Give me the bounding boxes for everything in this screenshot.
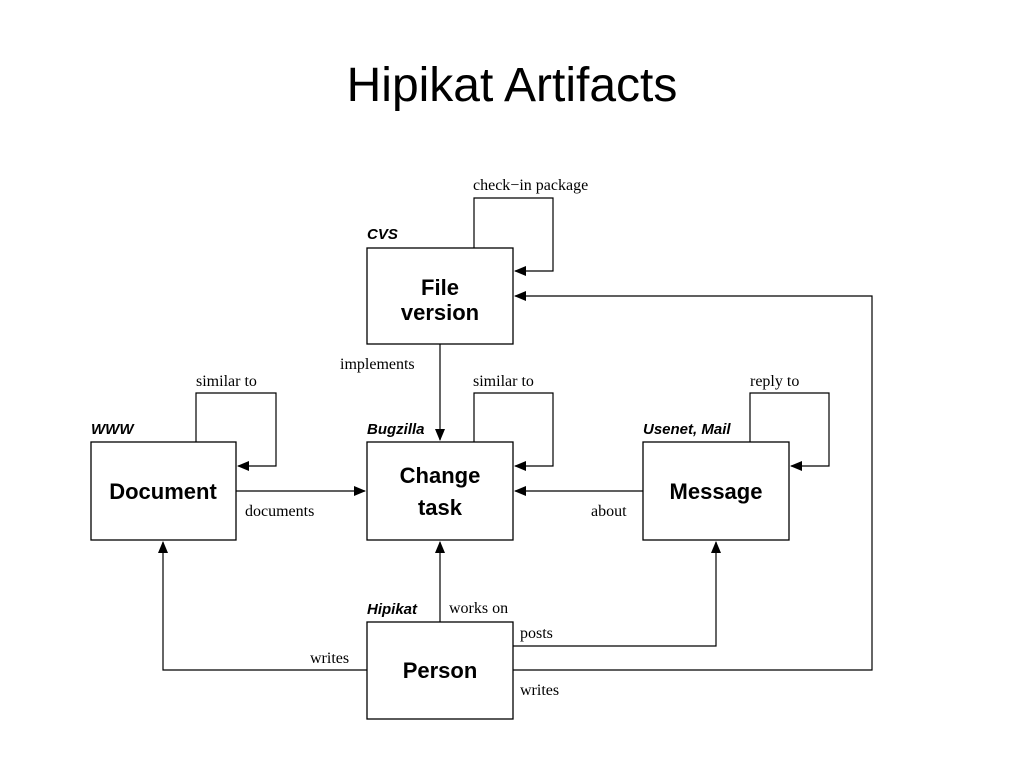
document-box: [90, 441, 237, 541]
checkin-package-label: check−in package: [473, 177, 588, 194]
writes-file-edge: [513, 291, 873, 671]
posts-edge: [513, 541, 721, 647]
bugzilla-tag: Bugzilla: [367, 421, 425, 438]
change-task-box: [366, 441, 514, 541]
document-similar-to-label: similar to: [196, 373, 257, 390]
file-version-label-line1: File: [421, 275, 459, 300]
file-version-box: [366, 247, 514, 345]
change-task-label-line2: task: [418, 495, 463, 520]
person-box: [366, 621, 514, 720]
message-box: [642, 441, 790, 541]
change-task-label-line1: Change: [400, 463, 481, 488]
www-tag: WWW: [91, 421, 135, 438]
message-reply-loop: [749, 392, 830, 471]
document-label: Document: [109, 479, 217, 504]
checkin-package-loop: [473, 197, 554, 276]
writes-file-label: writes: [520, 682, 559, 699]
writes-document-label: writes: [310, 650, 349, 667]
document-similar-loop: [195, 392, 277, 471]
implements-label: implements: [340, 356, 415, 373]
task-similar-loop: [473, 392, 554, 471]
works-on-label: works on: [449, 600, 508, 617]
file-version-label-line2: version: [401, 300, 479, 325]
usenet-mail-tag: Usenet, Mail: [643, 421, 731, 438]
writes-document-edge: [158, 541, 367, 671]
about-label: about: [591, 503, 627, 520]
message-label: Message: [670, 479, 763, 504]
person-label: Person: [403, 658, 478, 683]
posts-label: posts: [520, 625, 553, 642]
task-similar-to-label: similar to: [473, 373, 534, 390]
page-title: Hipikat Artifacts: [346, 59, 678, 112]
documents-label: documents: [245, 503, 314, 520]
hipikat-tag: Hipikat: [367, 601, 418, 618]
reply-to-label: reply to: [750, 373, 799, 390]
cvs-tag: CVS: [367, 226, 398, 243]
